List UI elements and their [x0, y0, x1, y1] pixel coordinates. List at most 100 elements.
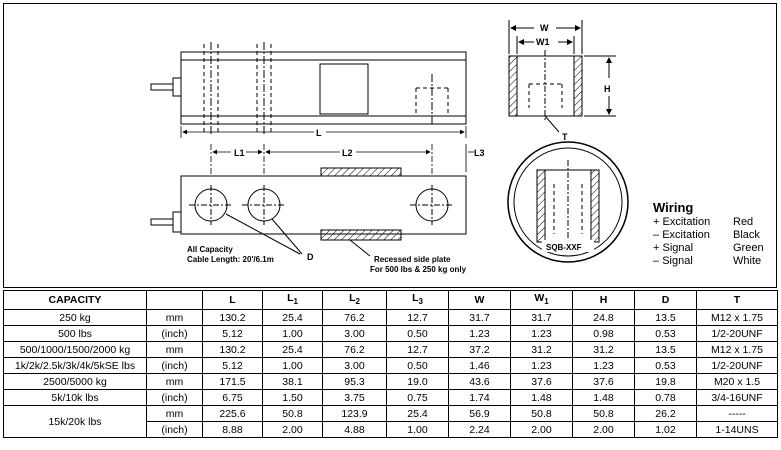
- cell-W: 31.7: [448, 309, 511, 327]
- cell-L3: 12.7: [386, 309, 449, 327]
- cell-T: 1-14UNS: [696, 421, 778, 439]
- cell-L1: 1.00: [262, 325, 323, 343]
- wiring-signal: – Excitation: [653, 229, 710, 241]
- cell-W1: 1.23: [510, 325, 573, 343]
- table-row: 1k/2k/2.5k/3k/4k/5kSE lbs (inch) 5.12 1.…: [3, 357, 778, 375]
- dim-label-L3: L3: [474, 148, 485, 158]
- cell-D: 19.8: [634, 373, 697, 391]
- cell-L1: 2.00: [262, 421, 323, 439]
- cell-T: M12 x 1.75: [696, 341, 778, 359]
- cell-L2: 4.88: [322, 421, 387, 439]
- cell-L3: 25.4: [386, 405, 449, 423]
- dim-label-H: H: [604, 84, 611, 94]
- cell-L2: 95.3: [322, 373, 387, 391]
- cell-L2: 76.2: [322, 309, 387, 327]
- header-W1: W1: [510, 289, 573, 311]
- header-H: H: [572, 289, 635, 311]
- cell-H: 1.23: [572, 357, 635, 375]
- header-D: D: [634, 289, 697, 311]
- wiring-signal: + Excitation: [653, 216, 711, 228]
- cell-T: -----: [696, 405, 778, 423]
- cell-W1: 1.48: [510, 389, 573, 407]
- wiring-color: White: [733, 255, 762, 267]
- dim-L1-L2-L3: [210, 144, 474, 174]
- cell-H: 50.8: [572, 405, 635, 423]
- dim-label-L1: L1: [234, 148, 245, 158]
- cell-W: 1.23: [448, 325, 511, 343]
- top-view: [150, 42, 467, 134]
- cell-unit: (inch): [146, 325, 203, 343]
- cell-W: 2.24: [448, 421, 511, 439]
- end-view: [508, 20, 616, 133]
- wiring-legend: Wiring + Excitation Red – Excitation Bla…: [653, 201, 773, 268]
- table-row: 250 kg mm 130.2 25.4 76.2 12.7 31.7 31.7…: [3, 309, 778, 327]
- cell-D: 0.78: [634, 389, 697, 407]
- cell-L: 225.6: [202, 405, 263, 423]
- cell-D: 13.5: [634, 309, 697, 327]
- cell-L: 6.75: [202, 389, 263, 407]
- note-recessed-2: For 500 lbs & 250 kg only: [370, 265, 467, 274]
- dim-label-L: L: [316, 128, 322, 138]
- cell-unit: (inch): [146, 389, 203, 407]
- cell-W1: 31.7: [510, 309, 573, 327]
- note-all-capacity: All Capacity: [187, 245, 233, 254]
- table-row: 5k/10k lbs (inch) 6.75 1.50 3.75 0.75 1.…: [3, 389, 778, 407]
- cell-L2: 76.2: [322, 341, 387, 359]
- cell-T: 1/2-20UNF: [696, 357, 778, 375]
- cell-L2: 3.75: [322, 389, 387, 407]
- wiring-signal: – Signal: [653, 255, 693, 267]
- header-L2: L2: [322, 289, 387, 311]
- wiring-row: + Excitation Red: [653, 216, 773, 229]
- cell-W1: 31.2: [510, 341, 573, 359]
- cell-L2: 3.00: [322, 325, 387, 343]
- cell-L1: 38.1: [262, 373, 323, 391]
- cell-unit: mm: [146, 309, 203, 327]
- drawing-svg: L L1 L2 L3: [150, 20, 629, 274]
- cell-W: 37.2: [448, 341, 511, 359]
- header-L1: L1: [262, 289, 323, 311]
- cell-unit: (inch): [146, 357, 203, 375]
- dim-label-D: D: [307, 252, 314, 262]
- wiring-signal: + Signal: [653, 242, 694, 254]
- wiring-row: + Signal Green: [653, 242, 773, 255]
- cell-L: 130.2: [202, 341, 263, 359]
- cell-W1: 37.6: [510, 373, 573, 391]
- cell-L: 130.2: [202, 309, 263, 327]
- header-unit: [146, 289, 203, 311]
- side-view: [150, 167, 467, 257]
- cell-L1: 25.4: [262, 309, 323, 327]
- cell-W1: 1.23: [510, 357, 573, 375]
- note-recessed-1: Recessed side plate: [374, 255, 451, 264]
- cell-L2: 3.00: [322, 357, 387, 375]
- cell-D: 0.53: [634, 357, 697, 375]
- dim-label-T: T: [562, 132, 568, 142]
- cell-unit: mm: [146, 405, 203, 423]
- cell-W: 1.46: [448, 357, 511, 375]
- cell-L3: 12.7: [386, 341, 449, 359]
- cell-L1: 25.4: [262, 341, 323, 359]
- technical-drawing: L L1 L2 L3: [3, 3, 777, 288]
- cell-unit: mm: [146, 373, 203, 391]
- cell-D: 1.02: [634, 421, 697, 439]
- table-row: 2500/5000 kg mm 171.5 38.1 95.3 19.0 43.…: [3, 373, 778, 391]
- dim-L: [180, 126, 467, 138]
- cell-capacity: 2500/5000 kg: [3, 373, 147, 391]
- header-capacity: CAPACITY: [3, 289, 147, 311]
- specifications-table: CAPACITY L L1 L2 L3 W W1 H D T 250 kg mm…: [3, 289, 778, 439]
- cell-L1: 1.50: [262, 389, 323, 407]
- cell-H: 0.98: [572, 325, 635, 343]
- cell-L: 5.12: [202, 357, 263, 375]
- cell-L3: 0.50: [386, 325, 449, 343]
- cell-H: 31.2: [572, 341, 635, 359]
- header-L: L: [202, 289, 263, 311]
- wiring-row: – Excitation Black: [653, 229, 773, 242]
- cell-capacity: 15k/20k lbs: [3, 405, 147, 439]
- header-T: T: [696, 289, 778, 311]
- cell-L3: 0.75: [386, 389, 449, 407]
- cell-H: 24.8: [572, 309, 635, 327]
- cell-capacity: 250 kg: [3, 309, 147, 327]
- cell-D: 13.5: [634, 341, 697, 359]
- cell-capacity: 500/1000/1500/2000 kg: [3, 341, 147, 359]
- cell-L: 8.88: [202, 421, 263, 439]
